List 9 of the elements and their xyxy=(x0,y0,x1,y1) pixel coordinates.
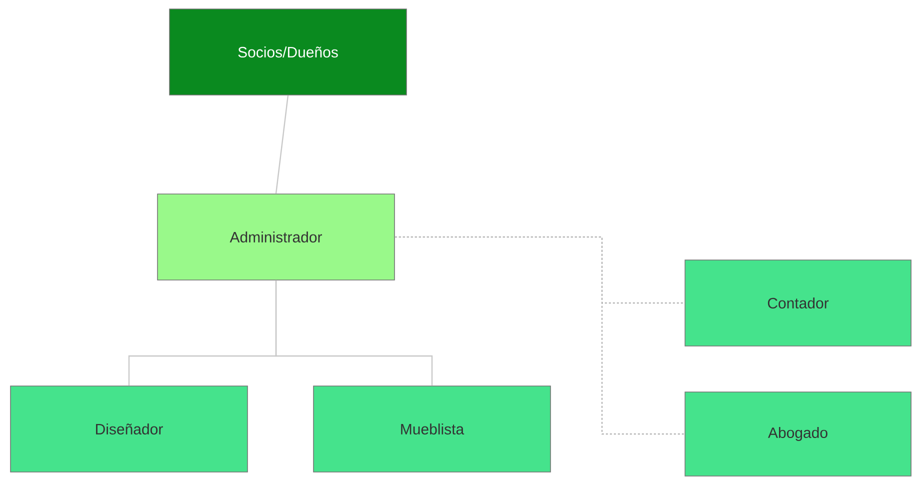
org-box: Diseñador xyxy=(10,386,248,472)
org-box: Socios/Dueños xyxy=(169,8,407,96)
org-box: Administrador xyxy=(157,194,395,280)
org-box: Mueblista xyxy=(313,386,551,472)
org-box: Abogado xyxy=(684,392,912,476)
connector-line xyxy=(275,95,289,194)
connector-line xyxy=(394,236,686,434)
org-box: Contador xyxy=(684,260,912,346)
connector-line xyxy=(275,280,433,386)
